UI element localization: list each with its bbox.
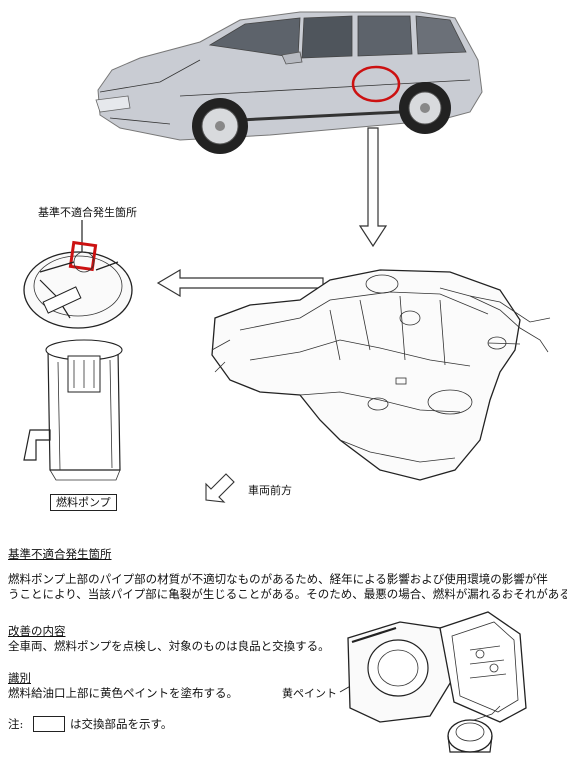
id-section-body: 燃料給油口上部に黄色ペイントを塗布する。	[8, 686, 238, 700]
vehicle-front-label: 車両前方	[248, 484, 292, 497]
note-suffix: は交換部品を示す。	[70, 717, 173, 731]
defect-section-heading: 基準不適合発生箇所	[8, 547, 112, 561]
front-direction-arrow-icon	[205, 473, 235, 503]
fuel-door-highlight	[351, 65, 401, 103]
fix-section-body: 全車両、燃料ポンプを点検し、対象のものは良品と交換する。	[8, 639, 330, 653]
defect-section-line2: うことにより、当該パイプ部に亀裂が生じることがある。そのため、最悪の場合、燃料が…	[8, 587, 567, 601]
fuel-pump-label: 燃料ポンプ	[50, 494, 117, 511]
note-prefix: 注:	[8, 717, 24, 731]
id-section-heading: 識別	[8, 671, 31, 685]
defect-section-line1: 燃料ポンプ上部のパイプ部の材質が不適切なものがあるため、経年による影響および使用…	[8, 572, 548, 586]
arrow-left-icon	[156, 268, 324, 298]
defect-location-label: 基準不適合発生箇所	[38, 206, 137, 219]
arrow-down-icon	[358, 127, 388, 248]
defect-pipe-highlight	[68, 240, 98, 272]
replacement-part-legend-box	[33, 716, 65, 732]
fix-section-heading: 改善の内容	[8, 624, 66, 638]
yellow-paint-label: 黄ペイント	[282, 687, 337, 700]
